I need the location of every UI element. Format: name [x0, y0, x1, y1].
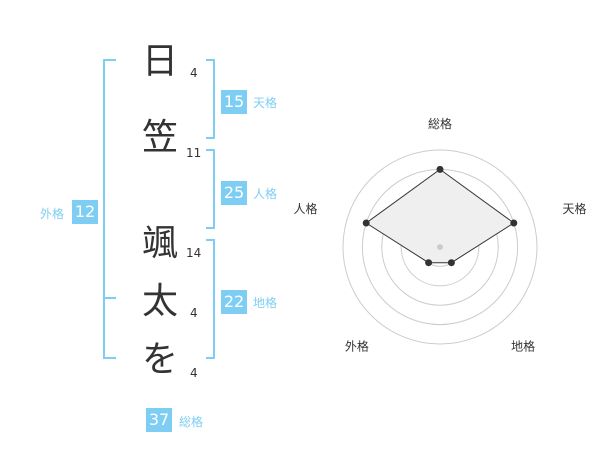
tenkaku-bracket	[206, 59, 215, 139]
stroke-count-2: 11	[186, 146, 202, 160]
name-char-3: 颯	[141, 223, 178, 264]
chikaku-value: 22	[221, 290, 247, 314]
gaikaku-value: 12	[72, 200, 98, 224]
radar-points	[362, 165, 518, 267]
bracket-lines	[103, 59, 215, 359]
tenkaku-value: 15	[221, 90, 247, 114]
name-char-5: を	[141, 339, 178, 380]
gaikaku-label: 外格	[40, 207, 65, 221]
radar-ring-1	[420, 227, 460, 267]
stroke-count-5: 4	[190, 366, 198, 380]
stroke-count-4: 4	[190, 306, 198, 320]
name-char-4: 太	[141, 281, 178, 322]
stroke-count-3: 14	[186, 246, 202, 260]
radar-point-5	[362, 219, 370, 227]
radar-axis-label-1: 総格	[428, 116, 452, 131]
radar-ring-3	[381, 188, 499, 306]
radar-ring-2	[400, 207, 480, 287]
radar-axis-label-2: 天格	[563, 201, 587, 216]
soukaku-value: 37	[146, 408, 172, 432]
radar-point-1	[436, 165, 444, 173]
radar-ring-5	[342, 149, 538, 345]
name-char-1: 日	[141, 41, 178, 82]
stroke-count-1: 4	[190, 66, 198, 80]
jinkaku-bracket	[206, 149, 215, 229]
chikaku-label: 地格	[253, 296, 278, 310]
jinkaku-label: 人格	[253, 187, 278, 201]
radar-center	[437, 244, 443, 250]
jinkaku-value: 25	[221, 181, 247, 205]
radar-point-2	[510, 219, 518, 227]
outer-bracket	[103, 59, 116, 359]
radar-ring-4	[361, 168, 519, 326]
radar-rings	[342, 149, 538, 345]
radar-point-4	[425, 259, 433, 267]
tenkaku-label: 天格	[253, 96, 278, 110]
radar-axis-label-3: 地格	[511, 339, 535, 354]
radar-axis-label-4: 外格	[345, 339, 369, 354]
chikaku-bracket	[206, 239, 215, 359]
radar-axis-label-5: 人格	[293, 201, 317, 216]
name-char-2: 笠	[141, 117, 178, 158]
radar-shape	[365, 168, 515, 264]
radar-point-3	[447, 259, 455, 267]
soukaku-label: 総格	[179, 415, 204, 429]
